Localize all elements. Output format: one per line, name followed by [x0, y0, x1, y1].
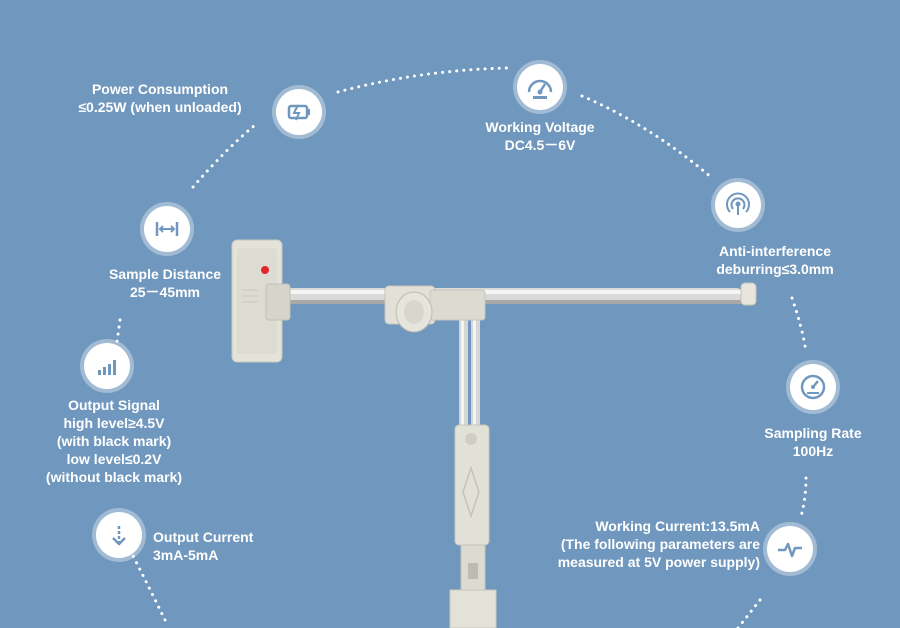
signal-title: Output Signal — [68, 397, 160, 413]
signal-high: high level≥4.5V — [63, 415, 165, 431]
voltage-value: DC4.5－6V — [504, 137, 576, 153]
dotted-arc — [115, 66, 808, 628]
pulse-icon — [767, 526, 813, 572]
sampling-value: 100Hz — [792, 443, 834, 459]
sensor-bracket-illustration — [231, 239, 757, 628]
feature-working-current: Working Current:13.5mA (The following pa… — [520, 517, 760, 571]
speedometer-icon — [790, 364, 836, 410]
feature-output-signal: Output Signal high level≥4.5V (with blac… — [24, 396, 204, 486]
power-value: ≤0.25W (when unloaded) — [78, 99, 242, 115]
distance-value: 25－45mm — [129, 284, 201, 300]
power-title: Power Consumption — [91, 81, 229, 97]
feature-working-voltage: Working Voltage DC4.5－6V — [460, 118, 620, 154]
current-value: 3mA-5mA — [153, 547, 219, 563]
voltage-title: Working Voltage — [485, 119, 595, 135]
signal-target-icon — [715, 182, 761, 228]
feature-anti-interference: Anti-interference deburring≤3.0mm — [690, 242, 860, 278]
interference-title: Anti-interference — [718, 243, 832, 259]
signal-high-note: (with black mark) — [56, 433, 172, 449]
feature-power-consumption: Power Consumption ≤0.25W (when unloaded) — [60, 80, 260, 116]
gauge-icon — [517, 64, 563, 110]
working-current-note-1: (The following parameters are — [560, 536, 760, 552]
feature-sample-distance: Sample Distance 25－45mm — [90, 265, 240, 301]
distance-title: Sample Distance — [108, 266, 222, 282]
feature-sampling-rate: Sampling Rate 100Hz — [748, 424, 878, 460]
feature-output-current: Output Current 3mA-5mA — [153, 528, 253, 564]
arrow-down-icon — [96, 512, 142, 558]
distance-arrows-icon — [144, 206, 190, 252]
signal-bars-icon — [84, 343, 130, 389]
signal-low: low level≤0.2V — [66, 451, 162, 467]
working-current-note-2: measured at 5V power supply) — [557, 554, 760, 570]
working-current-title: Working Current:13.5mA — [595, 518, 760, 534]
current-title: Output Current — [153, 529, 254, 545]
signal-low-note: (without black mark) — [45, 469, 183, 485]
battery-charge-icon — [276, 89, 322, 135]
interference-value: deburring≤3.0mm — [716, 261, 834, 277]
sampling-title: Sampling Rate — [764, 425, 862, 441]
